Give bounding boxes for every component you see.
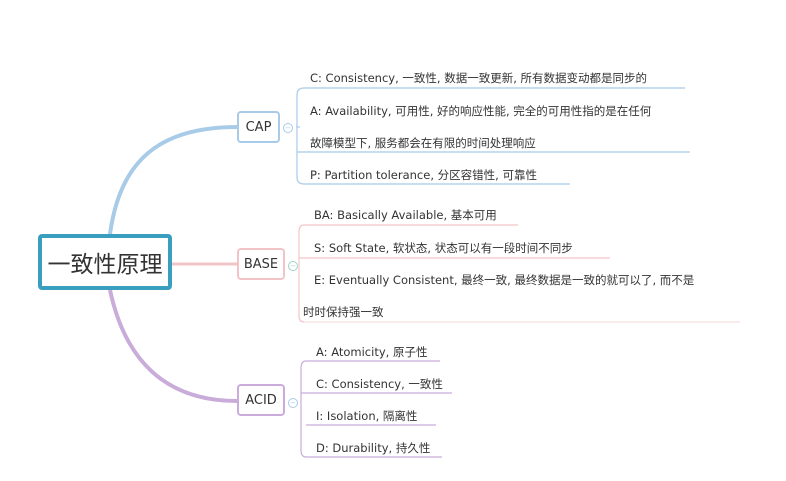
cap-item-c[interactable]: C: Consistency, 一致性, 数据一致更新, 所有数据变动都是同步的 — [310, 71, 648, 85]
branch-acid[interactable]: ACID — [237, 384, 285, 416]
acid-item-a[interactable]: A: Atomicity, 原子性 — [316, 345, 428, 359]
branch-acid-label: ACID — [245, 392, 277, 408]
cap-item-a[interactable]: A: Availability, 可用性, 好的响应性能, 完全的可用性指的是在… — [310, 104, 652, 118]
base-item-e-cont: 时时保持强一致 — [303, 305, 384, 319]
root-label: 一致性原理 — [47, 252, 163, 278]
collapse-cap-icon[interactable]: − — [283, 123, 293, 133]
base-item-e[interactable]: E: Eventually Consistent, 最终一致, 最终数据是一致的… — [314, 273, 695, 287]
collapse-base-icon[interactable]: − — [288, 261, 298, 271]
branch-base[interactable]: BASE — [237, 248, 285, 280]
root-node[interactable]: 一致性原理 — [38, 234, 172, 290]
cap-item-p[interactable]: P: Partition tolerance, 分区容错性, 可靠性 — [310, 168, 537, 182]
branch-cap[interactable]: CAP — [237, 111, 280, 143]
acid-item-i[interactable]: I: Isolation, 隔离性 — [316, 409, 418, 423]
base-item-ba[interactable]: BA: Basically Available, 基本可用 — [314, 208, 497, 222]
branch-cap-label: CAP — [245, 119, 272, 135]
collapse-acid-icon[interactable]: − — [288, 398, 298, 408]
acid-item-c[interactable]: C: Consistency, 一致性 — [316, 377, 443, 391]
cap-item-a-cont: 故障模型下, 服务都会在有限的时间处理响应 — [310, 136, 536, 150]
branch-base-label: BASE — [243, 256, 279, 272]
base-item-s[interactable]: S: Soft State, 软状态, 状态可以有一段时间不同步 — [314, 241, 573, 255]
acid-item-d[interactable]: D: Durability, 持久性 — [316, 441, 431, 455]
